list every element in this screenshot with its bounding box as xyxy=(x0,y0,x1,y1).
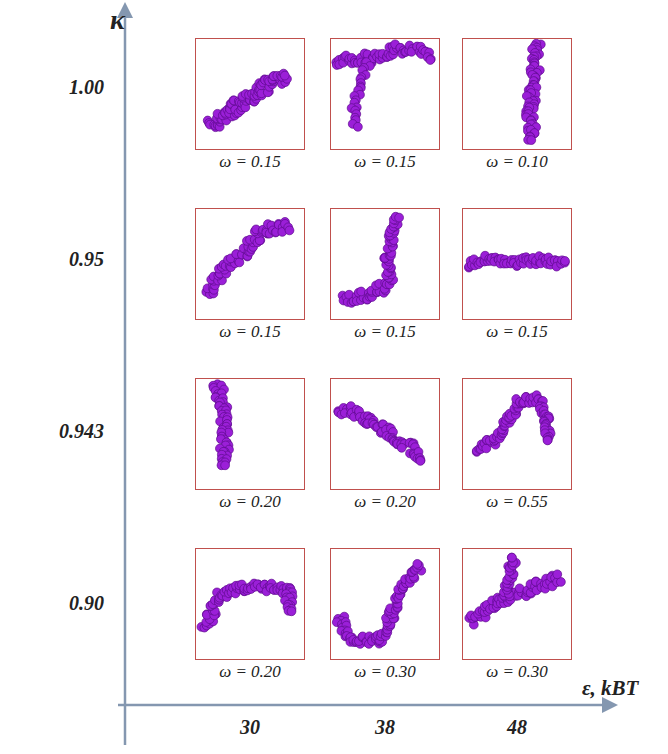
panel-frame xyxy=(330,548,440,660)
conformation-panel: ω = 0.30 xyxy=(330,548,440,682)
panel-frame xyxy=(330,38,440,150)
bead xyxy=(543,436,552,445)
bead xyxy=(508,553,517,562)
panel-frame xyxy=(462,38,572,150)
omega-value: ω = 0.20 xyxy=(219,662,281,682)
bead xyxy=(413,560,422,569)
row-label: 0.95 xyxy=(69,248,104,271)
conformation-panel: ω = 0.30 xyxy=(462,548,572,682)
bead xyxy=(395,213,404,222)
bead xyxy=(235,258,244,267)
conformation-panel: ω = 0.15 xyxy=(462,208,572,342)
conformation-panel: ω = 0.15 xyxy=(195,38,305,172)
omega-value: ω = 0.15 xyxy=(354,152,416,172)
bead xyxy=(561,257,570,266)
row-label: 1.00 xyxy=(69,76,104,99)
bead xyxy=(543,435,552,444)
bead xyxy=(357,287,366,296)
conformation-panel: ω = 0.15 xyxy=(330,38,440,172)
bead xyxy=(426,56,435,65)
panel-frame xyxy=(195,548,305,660)
omega-value: ω = 0.55 xyxy=(486,492,548,512)
conformation-panel: ω = 0.20 xyxy=(330,378,440,512)
axis-label: κ xyxy=(110,4,125,36)
conformation-panel: ω = 0.20 xyxy=(195,548,305,682)
panel-frame xyxy=(330,208,440,320)
panel-frame xyxy=(195,208,305,320)
bead xyxy=(527,136,536,145)
bead xyxy=(426,55,435,64)
bead xyxy=(416,457,425,466)
panel-frame xyxy=(462,208,572,320)
conformation-panel: ω = 0.15 xyxy=(330,208,440,342)
omega-value: ω = 0.30 xyxy=(354,662,416,682)
omega-value: ω = 0.10 xyxy=(486,152,548,172)
omega-value: ω = 0.15 xyxy=(354,322,416,342)
omega-value: ω = 0.15 xyxy=(486,322,548,342)
omega-value: ω = 0.15 xyxy=(219,322,281,342)
bead xyxy=(553,570,562,579)
polymer-beads xyxy=(197,39,569,648)
axes xyxy=(118,14,606,745)
bead xyxy=(416,456,425,465)
conformation-panel: ω = 0.10 xyxy=(462,38,572,172)
conformation-panel: ω = 0.20 xyxy=(195,378,305,512)
panel-frame xyxy=(195,38,305,150)
panel-frame xyxy=(462,378,572,490)
bead xyxy=(221,461,230,470)
column-label: 38 xyxy=(375,716,395,739)
omega-value: ω = 0.15 xyxy=(219,152,281,172)
bead xyxy=(285,226,294,235)
bead xyxy=(280,71,289,80)
bead xyxy=(397,443,406,452)
omega-value: ω = 0.20 xyxy=(219,492,281,512)
omega-value: ω = 0.30 xyxy=(486,662,548,682)
row-label: 0.90 xyxy=(69,592,104,615)
conformation-panel: ω = 0.55 xyxy=(462,378,572,512)
column-label: 48 xyxy=(507,716,527,739)
bead xyxy=(354,122,363,131)
conformation-panel: ω = 0.15 xyxy=(195,208,305,342)
panel-frame xyxy=(462,548,572,660)
panel-frame xyxy=(195,378,305,490)
column-label: 30 xyxy=(240,716,260,739)
panel-frame xyxy=(330,378,440,490)
omega-value: ω = 0.20 xyxy=(354,492,416,512)
row-label: 0.943 xyxy=(59,420,104,443)
bead xyxy=(507,553,516,562)
bead xyxy=(287,607,296,616)
axis-label: ε, kBT xyxy=(582,676,638,701)
